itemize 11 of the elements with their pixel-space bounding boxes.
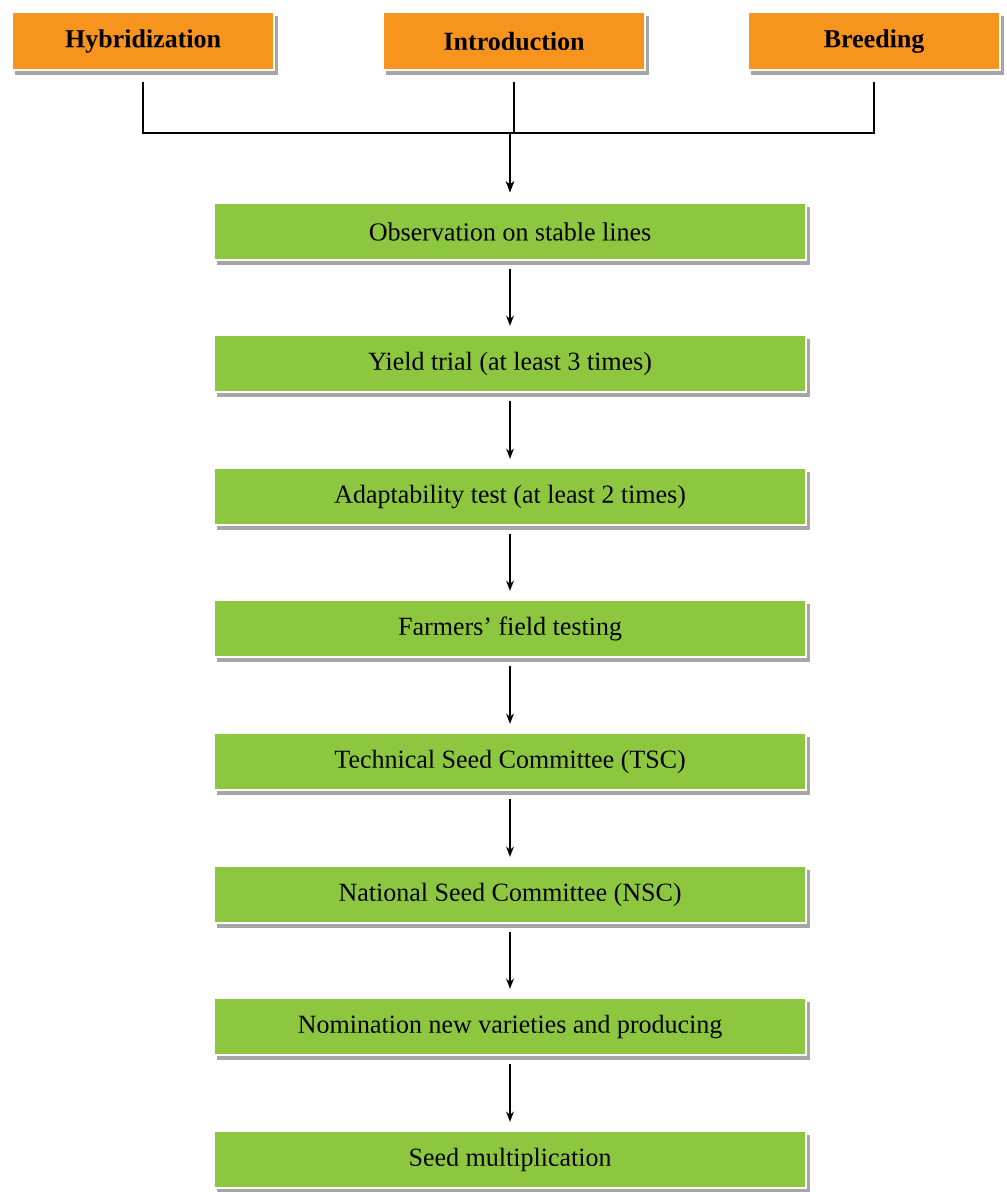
process-box: Yield trial (at least 3 times)	[213, 334, 810, 397]
process-box: Nomination new varieties and producing	[213, 997, 810, 1060]
source-box: Hybridization	[11, 11, 278, 75]
source-box: Breeding	[747, 11, 1004, 75]
process-box: Seed multiplication	[213, 1130, 810, 1192]
process-box: Adaptability test (at least 2 times)	[213, 467, 810, 530]
process-box: National Seed Committee (NSC)	[213, 865, 810, 928]
process-box: Farmers’ field testing	[213, 599, 810, 662]
process-box: Technical Seed Committee (TSC)	[213, 732, 810, 795]
process-box: Observation on stable lines	[213, 202, 810, 265]
source-box: Introduction	[382, 11, 649, 75]
